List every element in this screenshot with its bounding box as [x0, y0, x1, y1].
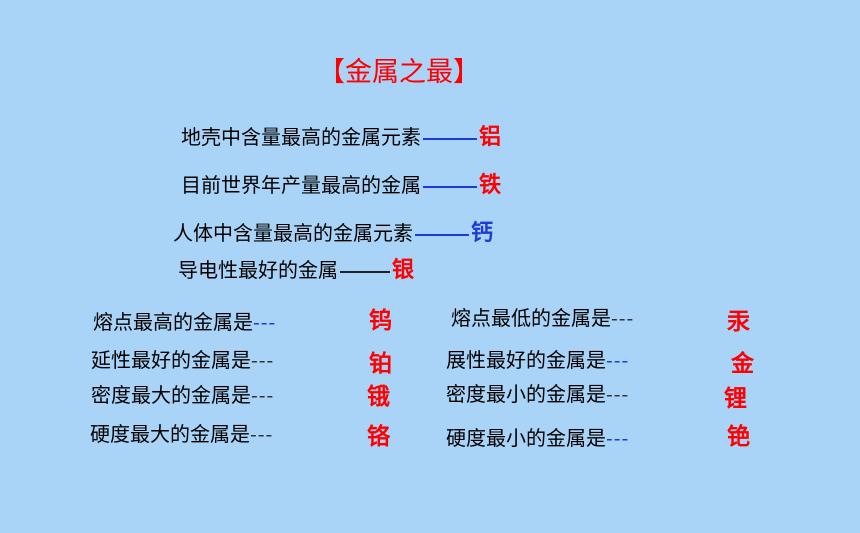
fact-highest-melting: 熔点最高的金属是---	[93, 308, 276, 336]
answer-best-malleability: 金	[731, 351, 754, 377]
fact-text: 目前世界年产量最高的金属	[181, 173, 421, 197]
fact-production-metal: 目前世界年产量最高的金属 铁	[181, 171, 501, 200]
fact-conductivity-metal: 导电性最好的金属 银	[178, 256, 414, 285]
fact-human-body-metal: 人体中含量最高的金属元素 钙	[173, 219, 493, 248]
fact-crust-metal: 地壳中含量最高的金属元素 铝	[181, 123, 501, 152]
answer-lowest-melting: 汞	[727, 309, 750, 335]
fact-dashes: ---	[250, 422, 274, 446]
connector-line	[423, 185, 477, 188]
fact-dashes: ---	[253, 310, 277, 334]
fact-dashes: ---	[606, 426, 630, 450]
fact-dashes: ---	[251, 383, 275, 407]
fact-text: 硬度最小的金属是	[446, 426, 606, 450]
connector-line	[415, 233, 469, 236]
fact-text: 展性最好的金属是	[446, 348, 606, 372]
fact-lowest-density: 密度最小的金属是---	[446, 380, 629, 408]
fact-text: 地壳中含量最高的金属元素	[181, 125, 421, 149]
fact-text: 人体中含量最高的金属元素	[173, 221, 413, 245]
fact-text: 硬度最大的金属是	[90, 422, 250, 446]
fact-text: 密度最大的金属是	[91, 383, 251, 407]
fact-highest-density: 密度最大的金属是---	[91, 381, 274, 409]
answer-highest-density: 锇	[367, 384, 390, 410]
fact-best-ductility: 延性最好的金属是---	[91, 346, 274, 374]
fact-best-malleability: 展性最好的金属是---	[446, 346, 629, 374]
fact-lowest-hardness: 硬度最小的金属是---	[446, 424, 629, 452]
fact-text: 熔点最高的金属是	[93, 310, 253, 334]
answer-lowest-hardness: 铯	[727, 424, 750, 450]
answer-lowest-density: 锂	[724, 386, 747, 412]
slide-title: 【金属之最】	[318, 57, 480, 88]
connector-line	[423, 137, 477, 140]
fact-answer: 银	[392, 258, 415, 283]
fact-dashes: ---	[251, 348, 275, 372]
fact-text: 熔点最低的金属是	[451, 306, 611, 330]
fact-text: 延性最好的金属是	[91, 348, 251, 372]
fact-answer: 铁	[479, 173, 502, 198]
fact-answer: 铝	[479, 125, 502, 150]
fact-answer: 钙	[471, 221, 494, 246]
answer-highest-melting: 钨	[369, 308, 392, 334]
connector-line	[340, 270, 390, 273]
fact-dashes: ---	[606, 348, 630, 372]
fact-text: 导电性最好的金属	[178, 258, 338, 282]
answer-best-ductility: 铂	[369, 351, 392, 377]
fact-lowest-melting: 熔点最低的金属是---	[451, 304, 634, 332]
fact-dashes: ---	[606, 382, 630, 406]
fact-dashes: ---	[611, 306, 635, 330]
fact-highest-hardness: 硬度最大的金属是---	[90, 420, 273, 448]
fact-text: 密度最小的金属是	[446, 382, 606, 406]
answer-highest-hardness: 铬	[367, 424, 390, 450]
